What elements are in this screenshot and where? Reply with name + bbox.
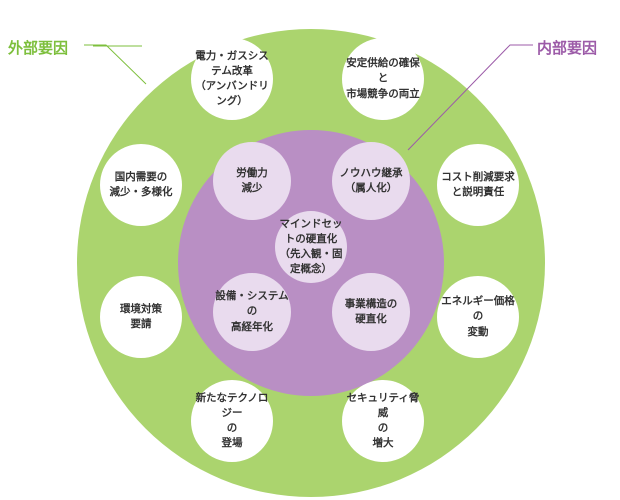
outer-factor-security-threat: セキュリティ脅威 の 増大 (342, 380, 424, 462)
inner-factor-label: 事業構造の 硬直化 (344, 297, 398, 325)
inner-factor-knowhow: ノウハウ継承 （属人化） (332, 142, 410, 220)
outer-factor-label: コスト削減要求 と説明責任 (441, 170, 515, 198)
outer-factor-stable-supply: 安定供給の確保と 市場競争の両立 (342, 38, 424, 120)
internal-label-connector (407, 44, 533, 151)
outer-factor-domestic-demand: 国内需要の 減少・多様化 (100, 144, 182, 226)
outer-factor-label: 環境対策 要請 (120, 302, 162, 330)
inner-factor-label: ノウハウ継承 （属人化） (339, 166, 403, 194)
outer-factor-label: 電力・ガスシステム改革 （アンバンドリング） (195, 49, 269, 108)
outer-factor-energy-price: エネルギー価格 の 変動 (437, 276, 519, 358)
outer-factor-cost-reduction: コスト削減要求 と説明責任 (437, 144, 519, 226)
inner-factor-label: 設備・システムの 高経年化 (215, 290, 289, 333)
outer-factor-new-technology: 新たなテクノロジー の 登場 (191, 380, 273, 462)
inner-factor-label: 労働力 減少 (236, 166, 268, 194)
inner-factor-mindset: マインドセットの硬直化 （先入観・固定概念） (275, 211, 347, 283)
outer-factor-label: 安定供給の確保と 市場競争の両立 (346, 57, 420, 100)
outer-factor-label: エネルギー価格 の 変動 (441, 295, 515, 338)
internal-factors-label: 内部要因 (537, 39, 598, 57)
outer-factor-label: セキュリティ脅威 の 増大 (346, 391, 420, 450)
inner-factor-business-rigidity: 事業構造の 硬直化 (332, 273, 410, 351)
outer-factor-environment: 環境対策 要請 (100, 276, 182, 358)
outer-factor-label: 国内需要の 減少・多様化 (109, 170, 173, 198)
inner-factor-label: マインドセットの硬直化 （先入観・固定概念） (279, 217, 343, 276)
outer-factor-electricity-gas-reform: 電力・ガスシステム改革 （アンバンドリング） (191, 38, 273, 120)
external-factors-label: 外部要因 (8, 39, 69, 57)
outer-factor-label: 新たなテクノロジー の 登場 (195, 391, 269, 450)
inner-factor-equipment-aging: 設備・システムの 高経年化 (213, 273, 291, 351)
inner-factor-labor-decline: 労働力 減少 (213, 142, 291, 220)
external-label-connector (84, 44, 147, 85)
